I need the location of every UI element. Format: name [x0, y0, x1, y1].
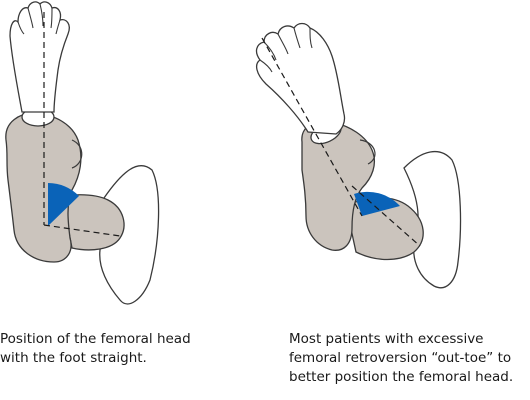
left-head-sector [48, 182, 79, 226]
caption-right: Most patients with excessive femoral ret… [289, 330, 513, 387]
left-femur-shaft [5, 113, 82, 263]
left-foot [9, 1, 70, 113]
left-toe-lines [17, 3, 61, 35]
caption-right-line-3: better position the femoral head. [289, 369, 514, 385]
right-neck-axis [351, 185, 421, 247]
left-trochanter [71, 139, 83, 169]
right-foot [255, 22, 346, 135]
caption-right-line-2: femoral retroversion “out-toe” to [289, 350, 512, 366]
right-head-sector [354, 191, 400, 216]
left-neck-axis [43, 224, 121, 237]
caption-left-line-2: with the foot straight. [0, 350, 147, 366]
left-figure [5, 1, 160, 305]
left-femoral-neck [61, 194, 125, 251]
right-toe-lines [259, 27, 313, 73]
left-pelvis [99, 165, 160, 305]
caption-right-line-1: Most patients with excessive [289, 331, 484, 347]
caption-left: Position of the femoral head with the fo… [0, 330, 191, 368]
right-figure [255, 22, 462, 289]
right-trochanter [359, 139, 376, 165]
caption-left-line-1: Position of the femoral head [0, 331, 191, 347]
right-foot-axis [261, 37, 363, 217]
